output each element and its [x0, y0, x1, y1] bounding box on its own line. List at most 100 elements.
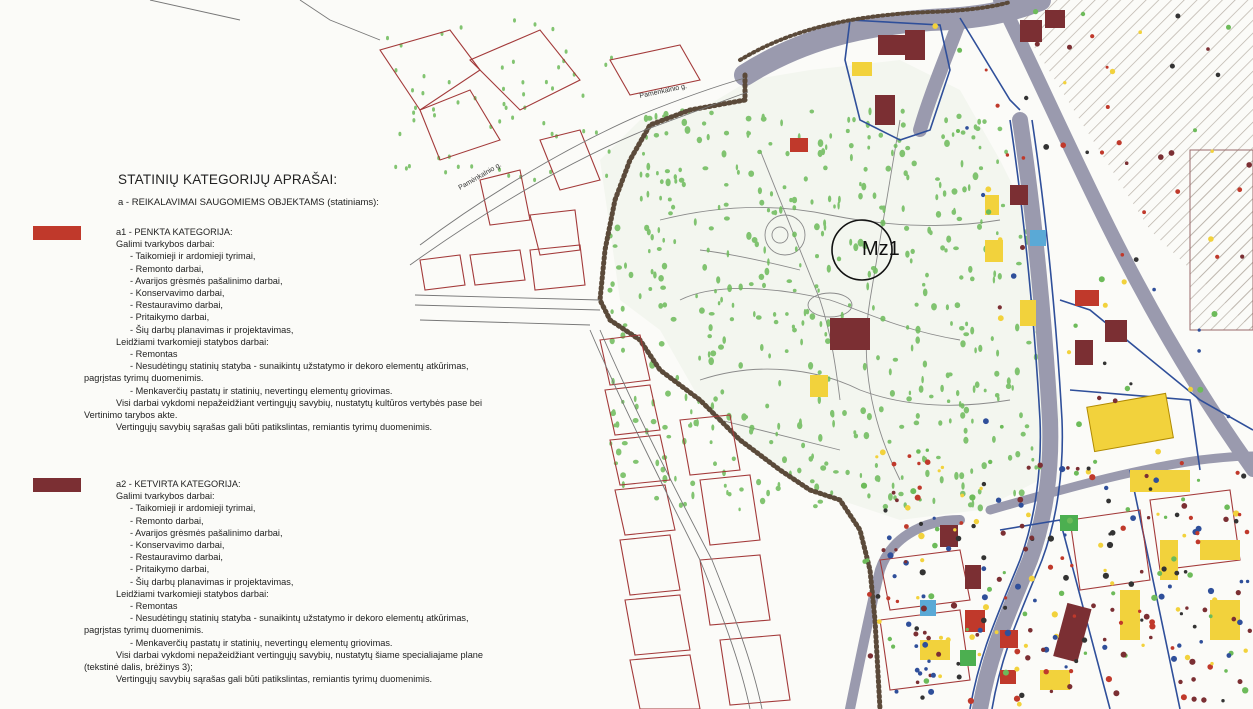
- tree-marker: [386, 35, 389, 41]
- tree-marker: [551, 86, 554, 91]
- point-marker: [1210, 661, 1214, 666]
- point-marker: [1105, 65, 1109, 69]
- tree-marker: [767, 258, 770, 266]
- point-marker: [1157, 571, 1163, 576]
- tree-marker: [997, 273, 1002, 280]
- tree-marker: [962, 186, 967, 193]
- tree-marker: [659, 195, 662, 201]
- tree-marker: [404, 166, 408, 171]
- point-marker: [1060, 142, 1066, 148]
- point-marker: [1193, 128, 1197, 133]
- tree-marker: [615, 448, 622, 456]
- point-marker: [1080, 11, 1086, 17]
- point-marker: [1090, 34, 1095, 39]
- tree-marker: [1026, 340, 1032, 345]
- tree-marker: [905, 250, 910, 258]
- point-marker: [985, 209, 992, 215]
- point-marker: [1241, 473, 1247, 479]
- tree-marker: [782, 185, 787, 190]
- tree-marker: [915, 325, 921, 334]
- point-marker: [1002, 669, 1009, 676]
- tree-marker: [825, 338, 831, 344]
- point-marker: [1138, 609, 1142, 613]
- point-marker: [987, 586, 992, 592]
- point-marker: [921, 594, 926, 599]
- point-marker: [1033, 598, 1037, 603]
- tree-marker: [967, 184, 971, 192]
- point-marker: [1233, 518, 1239, 524]
- point-marker: [1029, 535, 1035, 541]
- point-marker: [1202, 607, 1208, 613]
- point-marker: [1102, 572, 1109, 579]
- tree-marker: [1018, 489, 1025, 497]
- point-marker: [997, 315, 1004, 322]
- tree-marker: [736, 169, 740, 175]
- tree-marker: [824, 461, 829, 466]
- tree-marker: [432, 107, 435, 112]
- tree-marker: [990, 336, 994, 342]
- tree-marker: [624, 262, 627, 269]
- tree-marker: [693, 419, 698, 427]
- point-marker: [1208, 614, 1213, 619]
- point-marker: [1023, 546, 1029, 552]
- tree-marker: [798, 418, 802, 427]
- point-marker: [913, 631, 919, 637]
- tree-marker: [906, 174, 910, 181]
- tree-marker: [953, 246, 959, 251]
- point-marker: [1102, 644, 1108, 650]
- point-marker: [1215, 72, 1221, 78]
- point-marker: [1179, 461, 1184, 466]
- tree-marker: [723, 483, 727, 488]
- tree-marker: [654, 495, 660, 501]
- tree-marker: [785, 312, 789, 316]
- point-marker: [1197, 349, 1201, 353]
- point-marker: [1098, 542, 1104, 548]
- point-marker: [995, 103, 1000, 108]
- tree-marker: [398, 131, 402, 137]
- tree-marker: [789, 197, 793, 203]
- legend-line: a2 - KETVIRTA KATEGORIJA:: [116, 479, 241, 489]
- tree-marker: [862, 242, 868, 250]
- point-marker: [1121, 279, 1127, 285]
- tree-marker: [963, 436, 969, 444]
- street-label-2: Pamėnkalnio g.: [458, 162, 503, 192]
- point-marker: [996, 576, 1002, 582]
- tree-marker: [932, 497, 936, 504]
- point-marker: [967, 697, 975, 705]
- park-area: [600, 60, 1060, 520]
- tree-marker: [757, 149, 762, 155]
- point-marker: [956, 674, 962, 680]
- tree-marker: [815, 254, 819, 259]
- tree-marker: [777, 422, 781, 430]
- tree-marker: [891, 482, 895, 489]
- tree-marker: [614, 224, 621, 232]
- point-marker: [1102, 361, 1107, 366]
- tree-marker: [655, 459, 660, 467]
- point-marker: [1177, 643, 1182, 648]
- point-marker: [1004, 629, 1012, 637]
- tree-marker: [946, 235, 952, 243]
- tree-marker: [823, 219, 827, 227]
- legend-line: - Konservavimo darbai,: [130, 288, 225, 299]
- point-marker: [979, 486, 983, 491]
- point-marker: [969, 494, 976, 501]
- tree-marker: [698, 355, 701, 361]
- tree-marker: [842, 410, 847, 416]
- tree-marker: [678, 167, 682, 173]
- tree-marker: [722, 336, 726, 344]
- tree-marker: [1011, 385, 1014, 391]
- tree-marker: [650, 418, 657, 425]
- tree-marker: [1013, 489, 1016, 497]
- tree-marker: [830, 490, 834, 496]
- point-marker: [922, 641, 929, 648]
- point-marker: [1237, 187, 1243, 193]
- point-marker: [887, 636, 892, 642]
- tree-marker: [610, 55, 613, 60]
- tree-marker: [659, 179, 664, 185]
- tree-marker: [994, 393, 1000, 398]
- point-marker: [981, 481, 987, 487]
- point-marker: [1144, 473, 1149, 479]
- tree-marker: [702, 264, 708, 271]
- tree-marker: [668, 211, 673, 216]
